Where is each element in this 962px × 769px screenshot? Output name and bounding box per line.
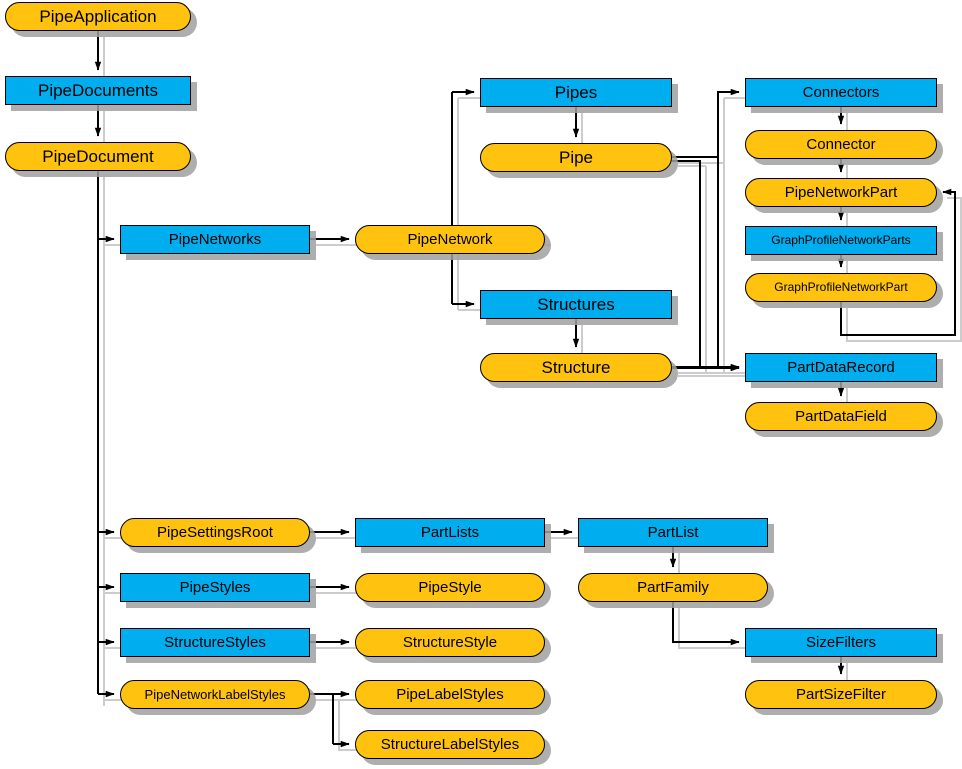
node-label: PipeSettingsRoot: [157, 523, 273, 541]
node-label: GraphProfileNetworkParts: [771, 233, 911, 248]
node-label: PartDataRecord: [787, 358, 895, 376]
node-pipestyles[interactable]: PipeStyles: [120, 573, 310, 602]
edge-pipe-connectors: [672, 88, 740, 158]
node-pipe[interactable]: Pipe: [480, 143, 672, 172]
node-graphprofilenetworkparts[interactable]: GraphProfileNetworkParts: [745, 226, 937, 255]
edge-structure-connectors: [672, 158, 719, 368]
node-label: SizeFilters: [805, 633, 876, 651]
node-label: Pipes: [554, 82, 598, 102]
node-partfamily[interactable]: PartFamily: [578, 573, 768, 602]
node-partdatarecord[interactable]: PartDataRecord: [745, 353, 937, 382]
node-connectors[interactable]: Connectors: [745, 78, 937, 107]
node-label: Structures: [537, 294, 615, 314]
node-pipestyle[interactable]: PipeStyle: [355, 573, 545, 602]
node-pipenetworklabelstyles[interactable]: PipeNetworkLabelStyles: [120, 680, 310, 709]
node-label: PipeLabelStyles: [396, 685, 504, 703]
node-label: PartFamily: [637, 578, 709, 596]
node-label: PipeDocument: [42, 146, 154, 166]
node-label: PipeStyle: [418, 578, 482, 596]
edge-pipenetworklabelstyles-spine: [310, 693, 334, 744]
node-partlists[interactable]: PartLists: [355, 518, 545, 547]
node-sizefilters[interactable]: SizeFilters: [745, 628, 937, 657]
node-label: PartList: [647, 523, 699, 541]
node-pipeapplication[interactable]: PipeApplication: [5, 2, 191, 31]
node-structurestyles[interactable]: StructureStyles: [120, 628, 310, 657]
node-label: Connectors: [802, 83, 880, 101]
node-pipelabelstyles[interactable]: PipeLabelStyles: [355, 680, 545, 709]
edge-partfamily-sizefilters: [672, 602, 740, 646]
node-label: StructureLabelStyles: [380, 735, 520, 753]
node-structurestyle[interactable]: StructureStyle: [355, 628, 545, 657]
node-label: Structure: [541, 357, 611, 377]
node-label: PipeNetworkPart: [784, 183, 898, 201]
edge-graphprofilenetworkpart-pipenetworkpart: [840, 188, 956, 336]
node-connector[interactable]: Connector: [745, 130, 937, 159]
node-pipesettingsroot[interactable]: PipeSettingsRoot: [120, 518, 310, 547]
node-structurelabelstyles[interactable]: StructureLabelStyles: [355, 730, 545, 759]
node-pipenetwork[interactable]: PipeNetwork: [355, 225, 545, 254]
node-label: Pipe: [558, 147, 594, 167]
node-structures[interactable]: Structures: [480, 290, 672, 319]
node-label: PipeNetwork: [407, 230, 493, 248]
node-pipenetworkpart[interactable]: PipeNetworkPart: [745, 178, 937, 207]
node-label: PipeNetworkLabelStyles: [144, 686, 286, 702]
node-structure[interactable]: Structure: [480, 353, 672, 382]
node-pipenetworks[interactable]: PipeNetworks: [120, 225, 310, 254]
node-partdatafield[interactable]: PartDataField: [745, 402, 937, 431]
node-label: PartSizeFilter: [795, 685, 887, 703]
node-graphprofilenetworkpart[interactable]: GraphProfileNetworkPart: [745, 273, 937, 302]
node-label: PartDataField: [795, 407, 887, 425]
node-label: Connector: [806, 135, 876, 153]
node-partsizefilter[interactable]: PartSizeFilter: [745, 680, 937, 709]
node-pipes[interactable]: Pipes: [480, 78, 672, 107]
node-label: PipeStyles: [179, 578, 251, 596]
node-label: PipeDocuments: [37, 80, 158, 100]
node-partlist[interactable]: PartList: [578, 518, 768, 547]
node-label: StructureStyle: [402, 633, 498, 651]
node-pipedocuments[interactable]: PipeDocuments: [5, 76, 191, 105]
node-label: GraphProfileNetworkPart: [774, 280, 908, 295]
node-label: PipeNetworks: [168, 230, 262, 248]
node-label: StructureStyles: [164, 633, 266, 651]
node-label: PartLists: [420, 523, 480, 541]
node-pipedocument[interactable]: PipeDocument: [5, 142, 191, 171]
node-label: PipeApplication: [39, 6, 157, 26]
